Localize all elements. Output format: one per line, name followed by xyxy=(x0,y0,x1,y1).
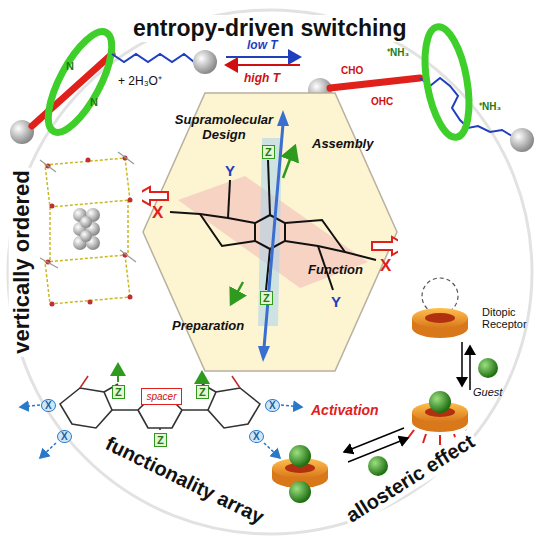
design-term: Supramolecular Design xyxy=(164,112,284,142)
group-label: CHO xyxy=(341,65,363,76)
guest-label: Guest xyxy=(473,386,502,398)
x-substituent: X xyxy=(152,203,163,223)
group-label: ⁺NH₃ xyxy=(387,45,409,59)
reagent-label: + 2H₃O⁺ xyxy=(118,72,162,89)
atom-label: N xyxy=(90,96,98,108)
x-substituent: X xyxy=(380,256,391,276)
group-label: ⁺NH₃ xyxy=(479,99,501,113)
design-hexagon: Supramolecular DesignAssemblyFunctionPre… xyxy=(142,92,398,372)
x-substituent: X xyxy=(265,399,280,412)
section-title: entropy-driven switching xyxy=(130,15,409,42)
spacer-box: spacer xyxy=(141,388,182,405)
group-label: OHC xyxy=(371,96,393,107)
x-substituent: X xyxy=(57,430,72,443)
design-term: Assembly xyxy=(312,136,373,151)
z-substituent: Z xyxy=(260,291,273,305)
spacer-text: spacer xyxy=(142,389,181,402)
y-substituent: Y xyxy=(225,162,235,179)
z-substituent: Z xyxy=(154,433,167,447)
x-substituent: X xyxy=(249,430,264,443)
condition-label: low T xyxy=(247,38,278,52)
design-term: Function xyxy=(308,262,363,277)
y-substituent: Y xyxy=(331,293,341,310)
z-substituent: Z xyxy=(196,385,209,399)
section-title: functionality array xyxy=(99,431,270,530)
design-term: Preparation xyxy=(172,318,244,333)
receptor-label: Ditopic Receptor xyxy=(482,306,534,330)
activation-label: Activation xyxy=(311,402,379,418)
condition-label: high T xyxy=(244,71,280,85)
z-substituent: Z xyxy=(262,145,275,159)
section-title: allosteric effect xyxy=(340,428,482,528)
z-substituent: Z xyxy=(112,385,125,399)
atom-label: N xyxy=(66,60,74,72)
section-title: vertically ordered xyxy=(9,167,35,356)
x-substituent: X xyxy=(41,399,56,412)
